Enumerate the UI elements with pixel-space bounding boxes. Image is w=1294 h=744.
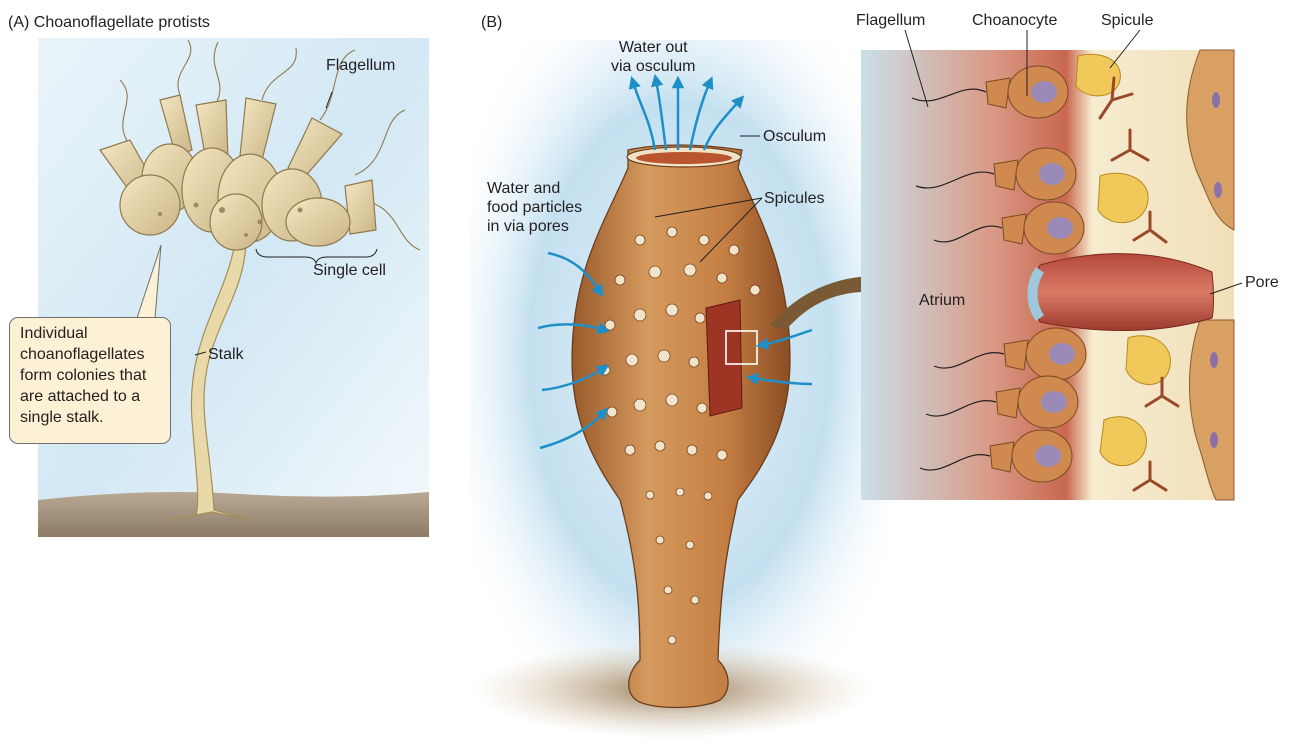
- label-choanocyte: Choanocyte: [972, 11, 1057, 30]
- panel-a-illustration: [38, 38, 429, 537]
- callout-box: Individual choanoflagellates form coloni…: [9, 317, 171, 444]
- inset-illustration: [861, 30, 1242, 500]
- panel-b-illustration: [470, 40, 912, 740]
- panel-b-title: (B): [481, 14, 502, 32]
- label-osculum: Osculum: [763, 127, 826, 146]
- label-single-cell: Single cell: [313, 261, 386, 280]
- label-spicule: Spicule: [1101, 11, 1153, 30]
- label-spicules: Spicules: [764, 189, 824, 208]
- label-flagellum-a: Flagellum: [326, 56, 395, 75]
- panel-a-title: (A) Choanoflagellate protists: [8, 14, 210, 32]
- label-stalk: Stalk: [208, 345, 244, 364]
- label-water-in: Water and food particles in via pores: [487, 179, 582, 236]
- sponge-cutaway: [706, 300, 742, 416]
- pore-canal: [1034, 254, 1214, 331]
- label-water-out: Water out via osculum: [611, 38, 695, 76]
- osculum-opening: [636, 152, 732, 164]
- label-pore: Pore: [1245, 273, 1279, 292]
- label-atrium: Atrium: [919, 291, 965, 310]
- label-flagellum-inset: Flagellum: [856, 11, 925, 30]
